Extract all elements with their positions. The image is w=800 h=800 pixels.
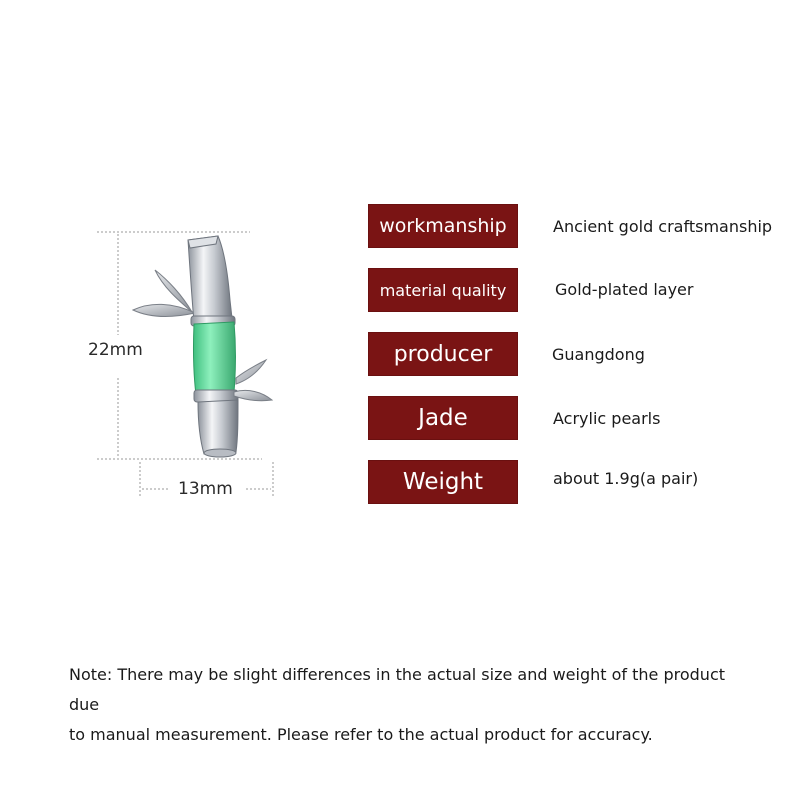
width-dimension-label: 13mm xyxy=(178,479,233,499)
jade-segment xyxy=(192,321,236,396)
spec-value-weight: about 1.9g(a pair) xyxy=(553,469,699,488)
spec-label-text: material quality xyxy=(379,280,507,300)
dimension-lines xyxy=(97,231,274,498)
spec-label-material-quality: material quality xyxy=(368,268,518,312)
leaf-right xyxy=(233,358,274,402)
spec-label-text: producer xyxy=(393,341,493,367)
bamboo-bottom-segment xyxy=(197,399,239,455)
spec-value-material-quality: Gold-plated layer xyxy=(555,280,694,299)
height-dimension-label: 22mm xyxy=(88,340,143,360)
spec-value-producer: Guangdong xyxy=(552,345,645,364)
leaf-upper-left xyxy=(131,269,197,317)
spec-label-workmanship: workmanship xyxy=(368,204,518,248)
spec-label-weight: Weight xyxy=(368,460,518,504)
spec-value-jade: Acrylic pearls xyxy=(553,409,661,428)
spec-label-producer: producer xyxy=(368,332,518,376)
note-line-2: to manual measurement. Please refer to t… xyxy=(69,725,653,744)
spec-value-workmanship: Ancient gold craftsmanship xyxy=(553,217,773,236)
note-line-1: Note: There may be slight differences in… xyxy=(69,665,726,714)
spec-label-jade: Jade xyxy=(368,396,518,440)
spec-label-text: workmanship xyxy=(379,215,507,237)
bamboo-top-segment xyxy=(187,235,233,323)
spec-label-text: Weight xyxy=(402,469,484,495)
bamboo-earring-image xyxy=(97,231,274,498)
spec-label-text: Jade xyxy=(418,405,468,431)
product-figure xyxy=(0,0,300,520)
disclaimer-note: Note: There may be slight differences in… xyxy=(69,660,759,750)
